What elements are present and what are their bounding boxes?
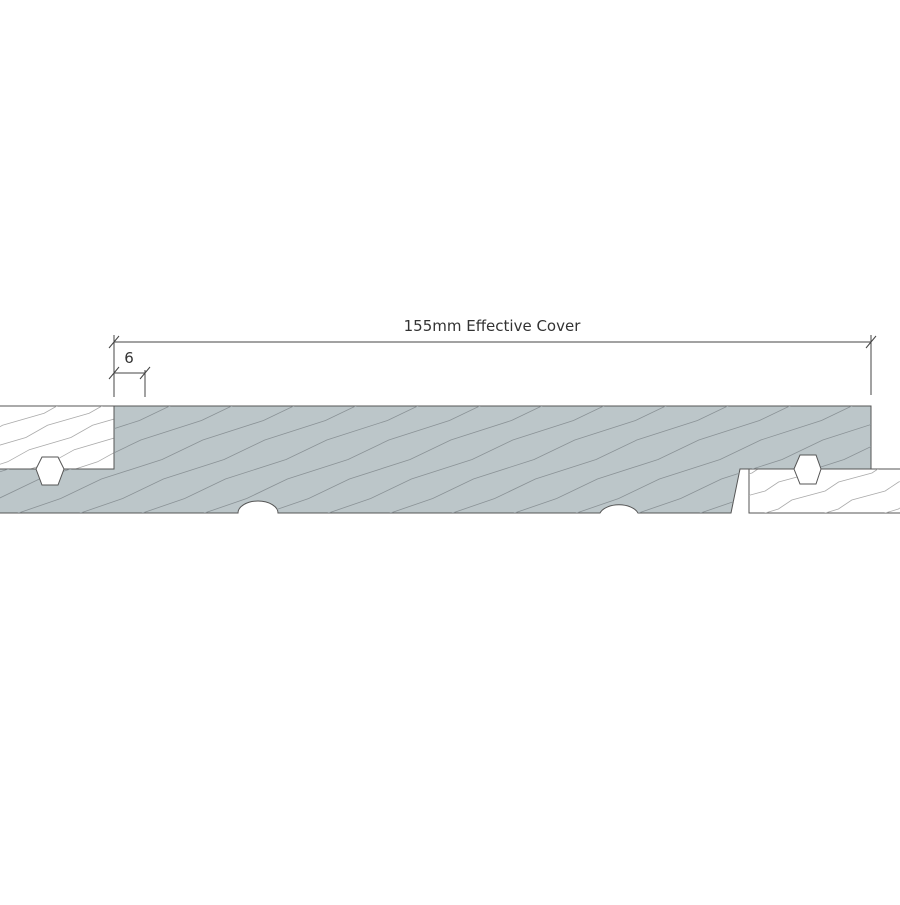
grain-line — [823, 481, 900, 513]
fixing-nail-right — [793, 454, 822, 485]
grain-line — [0, 406, 103, 446]
fixing-nail-left — [35, 456, 65, 486]
grain-line — [623, 406, 871, 513]
grain-line — [127, 406, 429, 513]
grain-line — [763, 469, 879, 513]
grain-line — [189, 406, 491, 513]
grain-line — [74, 452, 114, 469]
grain-line — [313, 406, 615, 513]
grain-line — [499, 406, 801, 513]
grain-line — [561, 406, 863, 513]
grain-line — [0, 406, 58, 428]
grain-line — [251, 406, 553, 513]
grain-line — [3, 406, 305, 513]
effective-cover-dimension — [108, 335, 877, 397]
grain-line — [883, 507, 900, 513]
grain-line — [0, 418, 114, 465]
grain-line — [65, 406, 367, 513]
grain-line — [375, 406, 677, 513]
effective-cover-label: 155mm Effective Cover — [404, 317, 582, 335]
grain-line — [749, 469, 759, 475]
grain-line — [437, 406, 739, 513]
gap-dimension-label: 6 — [124, 349, 134, 367]
